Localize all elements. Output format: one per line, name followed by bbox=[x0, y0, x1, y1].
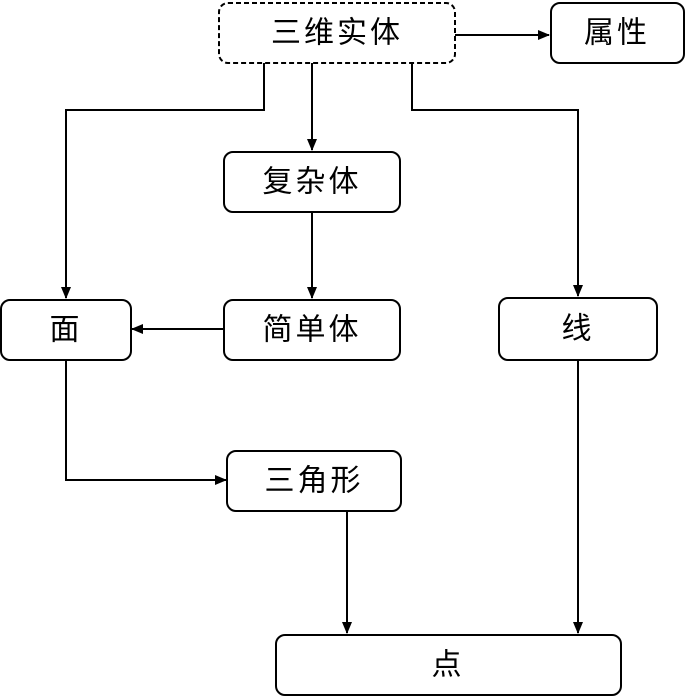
node-line: 线 bbox=[498, 297, 658, 361]
node-face: 面 bbox=[0, 299, 132, 361]
edges bbox=[61, 30, 583, 634]
node-attribute-label: 属性 bbox=[584, 16, 650, 51]
node-complex: 复杂体 bbox=[223, 151, 401, 213]
node-point: 点 bbox=[275, 634, 622, 696]
node-line-label: 线 bbox=[562, 312, 595, 347]
node-triangle-label: 三角形 bbox=[265, 464, 364, 499]
node-triangle: 三角形 bbox=[226, 450, 402, 512]
node-point-label: 点 bbox=[432, 648, 465, 683]
node-simple: 简单体 bbox=[223, 299, 401, 361]
node-face-label: 面 bbox=[50, 313, 83, 348]
edge-face-triangle bbox=[65, 360, 227, 485]
edge-solid3d-line bbox=[411, 63, 583, 297]
node-solid3d: 三维实体 bbox=[218, 2, 456, 64]
node-complex-label: 复杂体 bbox=[263, 165, 362, 200]
node-solid3d-label: 三维实体 bbox=[271, 16, 403, 51]
node-attribute: 属性 bbox=[550, 2, 685, 64]
node-simple-label: 简单体 bbox=[263, 313, 362, 348]
edge-solid3d-face bbox=[61, 63, 265, 299]
